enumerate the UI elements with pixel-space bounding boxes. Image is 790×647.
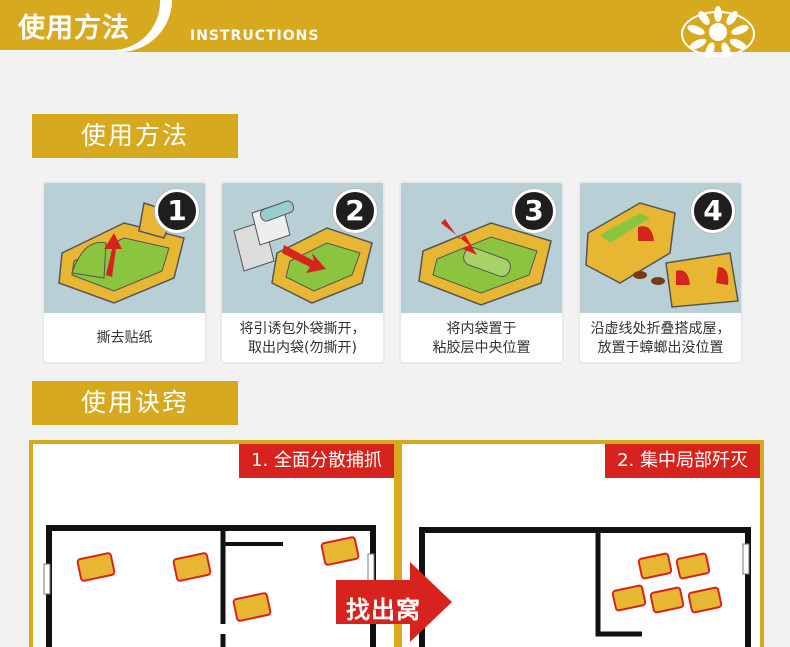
step-number-4: 4: [691, 189, 735, 233]
step-text-3b: 粘胶层中央位置: [432, 339, 531, 356]
step-card-1: 1 撕去贴纸: [42, 181, 207, 364]
header-tab: [0, 0, 160, 50]
step-number-1: 1: [155, 189, 199, 233]
tip-panel-1: 1. 全面分散捕抓: [29, 440, 398, 647]
step-card-2: 2 将引诱包外袋撕开， 取出内袋(勿撕开): [220, 181, 385, 364]
tip-label-1: 1. 全面分散捕抓: [239, 444, 394, 478]
step-illustration-2: 2: [222, 183, 383, 313]
section-label-usage: 使用方法: [32, 114, 238, 158]
header-subtitle: INSTRUCTIONS: [190, 28, 320, 44]
step-text-4a: 沿虚线处折叠搭成屋，: [590, 320, 731, 337]
chrysanthemum-logo-icon: [681, 6, 755, 58]
step-number-2: 2: [333, 189, 377, 233]
step-illustration-3: 3: [401, 183, 562, 313]
section-label-tips: 使用诀窍: [32, 381, 238, 425]
trap-cluster-icon: [611, 552, 723, 614]
arrow-label: 找出窝: [346, 596, 421, 624]
step-text-2a: 将引诱包外袋撕开，: [239, 320, 366, 337]
step-text-4b: 放置于蟑螂出没位置: [597, 339, 724, 356]
step-card-3: 3 将内袋置于 粘胶层中央位置: [399, 181, 564, 364]
floorplan-2: [419, 527, 751, 647]
trap-icon: [76, 536, 360, 622]
tip-panel-2: 2. 集中局部歼灭: [398, 440, 764, 647]
header-title: 使用方法: [18, 13, 130, 44]
step-illustration-1: 1: [44, 183, 205, 313]
step-text-3a: 将内袋置于: [446, 320, 517, 337]
tip-label-2: 2. 集中局部歼灭: [605, 444, 760, 478]
step-card-4: 4 沿虚线处折叠搭成屋， 放置于蟑螂出没位置: [578, 181, 743, 364]
step-number-3: 3: [512, 189, 556, 233]
arrow-right-icon: [336, 562, 452, 642]
step-text-1a: 撕去贴纸: [96, 330, 153, 346]
step-text-2b: 取出内袋(勿撕开): [248, 339, 357, 356]
step-illustration-4: 4: [580, 183, 741, 313]
floorplan-1: [43, 525, 376, 647]
